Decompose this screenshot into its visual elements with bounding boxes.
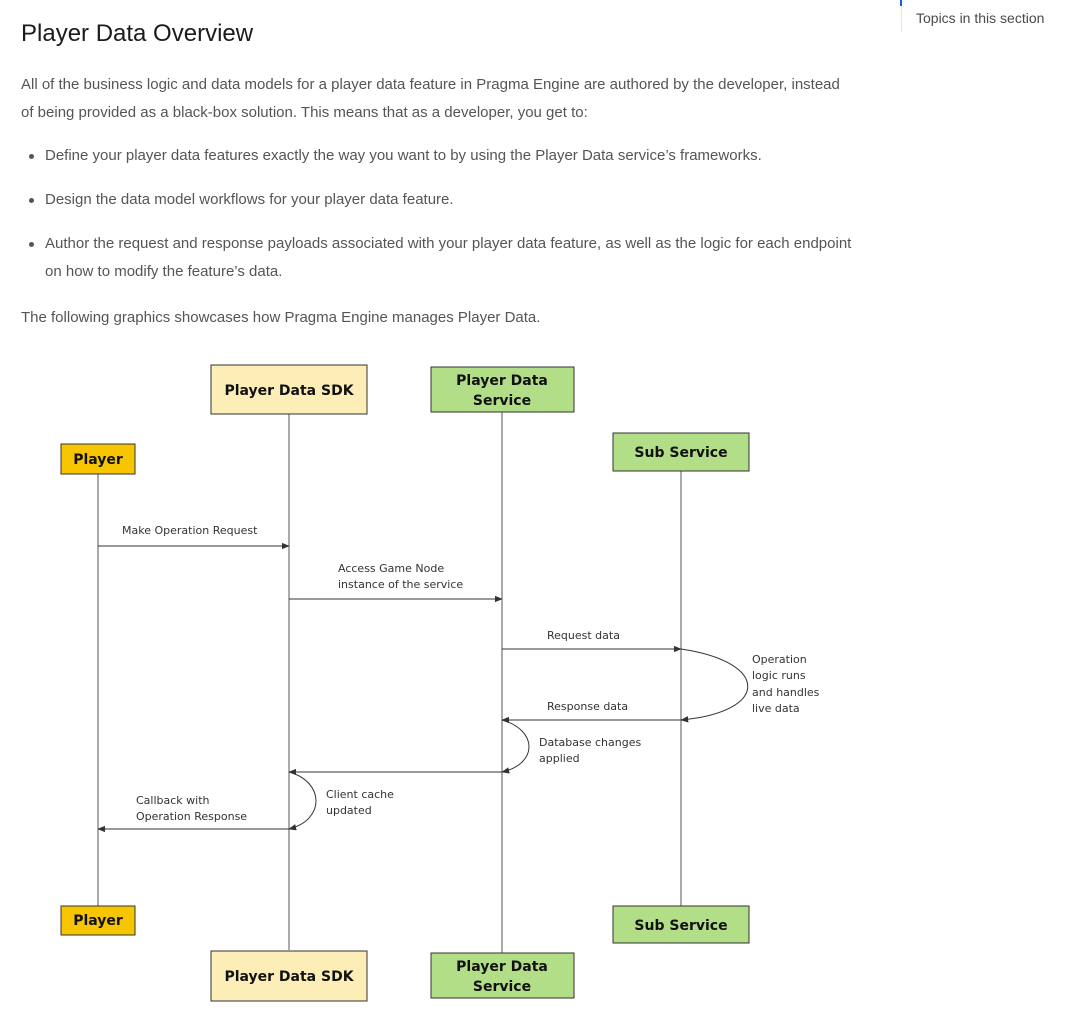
service-box-top bbox=[430, 366, 575, 413]
sequence-diagram: Player Player Data SDK Player Data Servi… bbox=[60, 364, 820, 1002]
sdk-box-top bbox=[210, 364, 368, 415]
service-label-bottom-line2: Service bbox=[473, 979, 531, 995]
loop-database-changes bbox=[501, 719, 530, 774]
page-title: Player Data Overview bbox=[21, 20, 254, 47]
note-operation-logic-line2: logic runs bbox=[752, 669, 806, 682]
msg-make-operation-request: Make Operation Request bbox=[122, 524, 258, 537]
note-database-changes-line1: Database changes bbox=[539, 736, 641, 749]
loop-operation-logic bbox=[680, 648, 749, 723]
list-item: Design the data model workflows for your… bbox=[29, 186, 865, 214]
msg-access-game-node-line2: instance of the service bbox=[338, 578, 463, 591]
list-item: Define your player data features exactly… bbox=[29, 142, 865, 170]
feature-list: Define your player data features exactly… bbox=[29, 142, 865, 302]
player-box-bottom bbox=[60, 905, 136, 936]
note-client-cache-line1: Client cache bbox=[326, 788, 394, 801]
sub-service-label-top: Sub Service bbox=[634, 445, 727, 461]
msg-response-data: Response data bbox=[547, 700, 628, 713]
list-item: Author the request and response payloads… bbox=[29, 230, 865, 286]
note-operation-logic-line4: live data bbox=[752, 702, 800, 715]
sdk-box-bottom bbox=[210, 950, 368, 1002]
msg-request-data: Request data bbox=[547, 629, 620, 642]
loop-client-cache bbox=[288, 771, 317, 831]
player-label-bottom: Player bbox=[73, 913, 123, 929]
note-client-cache-line2: updated bbox=[326, 804, 372, 817]
note-operation-logic-line3: and handles bbox=[752, 686, 820, 699]
note-operation-logic-line1: Operation bbox=[752, 653, 807, 666]
service-label-bottom-line1: Player Data bbox=[456, 959, 548, 975]
note-database-changes-line2: applied bbox=[539, 752, 580, 765]
sdk-label-bottom: Player Data SDK bbox=[224, 969, 354, 985]
sub-service-box-top bbox=[612, 432, 750, 472]
toc-rule bbox=[901, 0, 902, 32]
intro-paragraph: All of the business logic and data model… bbox=[21, 76, 840, 121]
service-box-bottom bbox=[430, 952, 575, 999]
toc-title[interactable]: Topics in this section bbox=[916, 10, 1045, 26]
msg-access-game-node-line1: Access Game Node bbox=[338, 562, 444, 575]
player-label-top: Player bbox=[73, 452, 123, 468]
sub-service-box-bottom bbox=[612, 905, 750, 944]
outro-paragraph: The following graphics showcases how Pra… bbox=[21, 309, 541, 326]
service-label-top-line2: Service bbox=[473, 393, 531, 409]
player-box-top bbox=[60, 443, 136, 475]
msg-callback-line2: Operation Response bbox=[136, 810, 247, 823]
msg-callback-line1: Callback with bbox=[136, 794, 210, 807]
toc-marker bbox=[900, 0, 902, 6]
sub-service-label-bottom: Sub Service bbox=[634, 918, 727, 934]
service-label-top-line1: Player Data bbox=[456, 373, 548, 389]
sdk-label-top: Player Data SDK bbox=[224, 383, 354, 399]
